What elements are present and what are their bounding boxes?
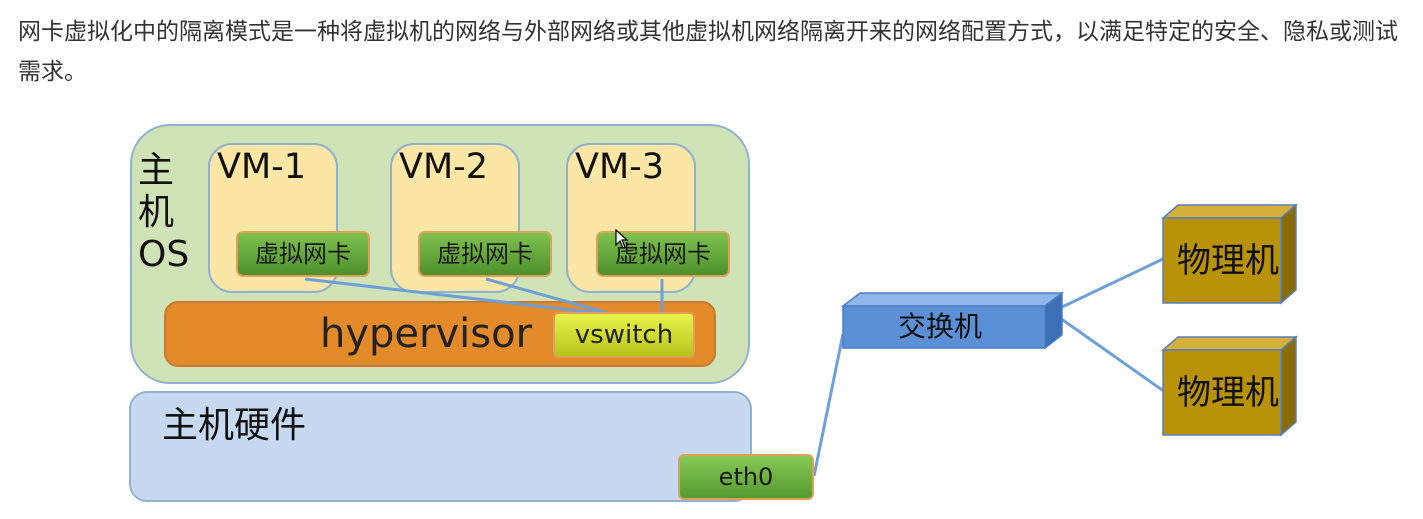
host-os-label-line: 机 [138, 192, 175, 233]
physical-machine-2-shape [1160, 335, 1299, 437]
physical-machine-1-shape [1160, 203, 1299, 305]
switch-label: 交换机 [897, 310, 982, 343]
host-os-label: 主 机 OS [138, 150, 198, 276]
vm-3-title: VM-3 [575, 147, 665, 187]
link-switch-pm2 [1059, 316, 1166, 394]
link-eth0-switch [812, 333, 845, 477]
vm-2-virtual-nic: 虚拟网卡 [418, 231, 552, 277]
vm-3-virtual-nic: 虚拟网卡 [596, 231, 730, 277]
physical-machine-2-label: 物理机 [1177, 373, 1279, 413]
vm-1-title: VM-1 [217, 147, 307, 187]
switch-shape [840, 291, 1065, 350]
link-vm1-vswitch [304, 277, 616, 317]
mouse-cursor-icon [615, 229, 629, 249]
link-vm2-vswitch [485, 277, 616, 317]
host-os-label-line: OS [138, 234, 190, 275]
hypervisor-label: hypervisor [320, 311, 533, 357]
host-hardware-box [129, 391, 752, 502]
vswitch-box: vswitch [553, 312, 695, 358]
intro-paragraph: 网卡虚拟化中的隔离模式是一种将虚拟机的网络与外部网络或其他虚拟机网络隔离开来的网… [18, 19, 1398, 85]
host-os-label-line: 主 [138, 150, 175, 191]
eth0-nic: eth0 [678, 454, 814, 500]
physical-machine-1-label: 物理机 [1177, 241, 1279, 281]
vm-2-title: VM-2 [399, 147, 489, 187]
host-hardware-label: 主机硬件 [162, 405, 307, 446]
link-switch-pm1 [1059, 256, 1166, 310]
vm-1-virtual-nic: 虚拟网卡 [236, 231, 370, 277]
